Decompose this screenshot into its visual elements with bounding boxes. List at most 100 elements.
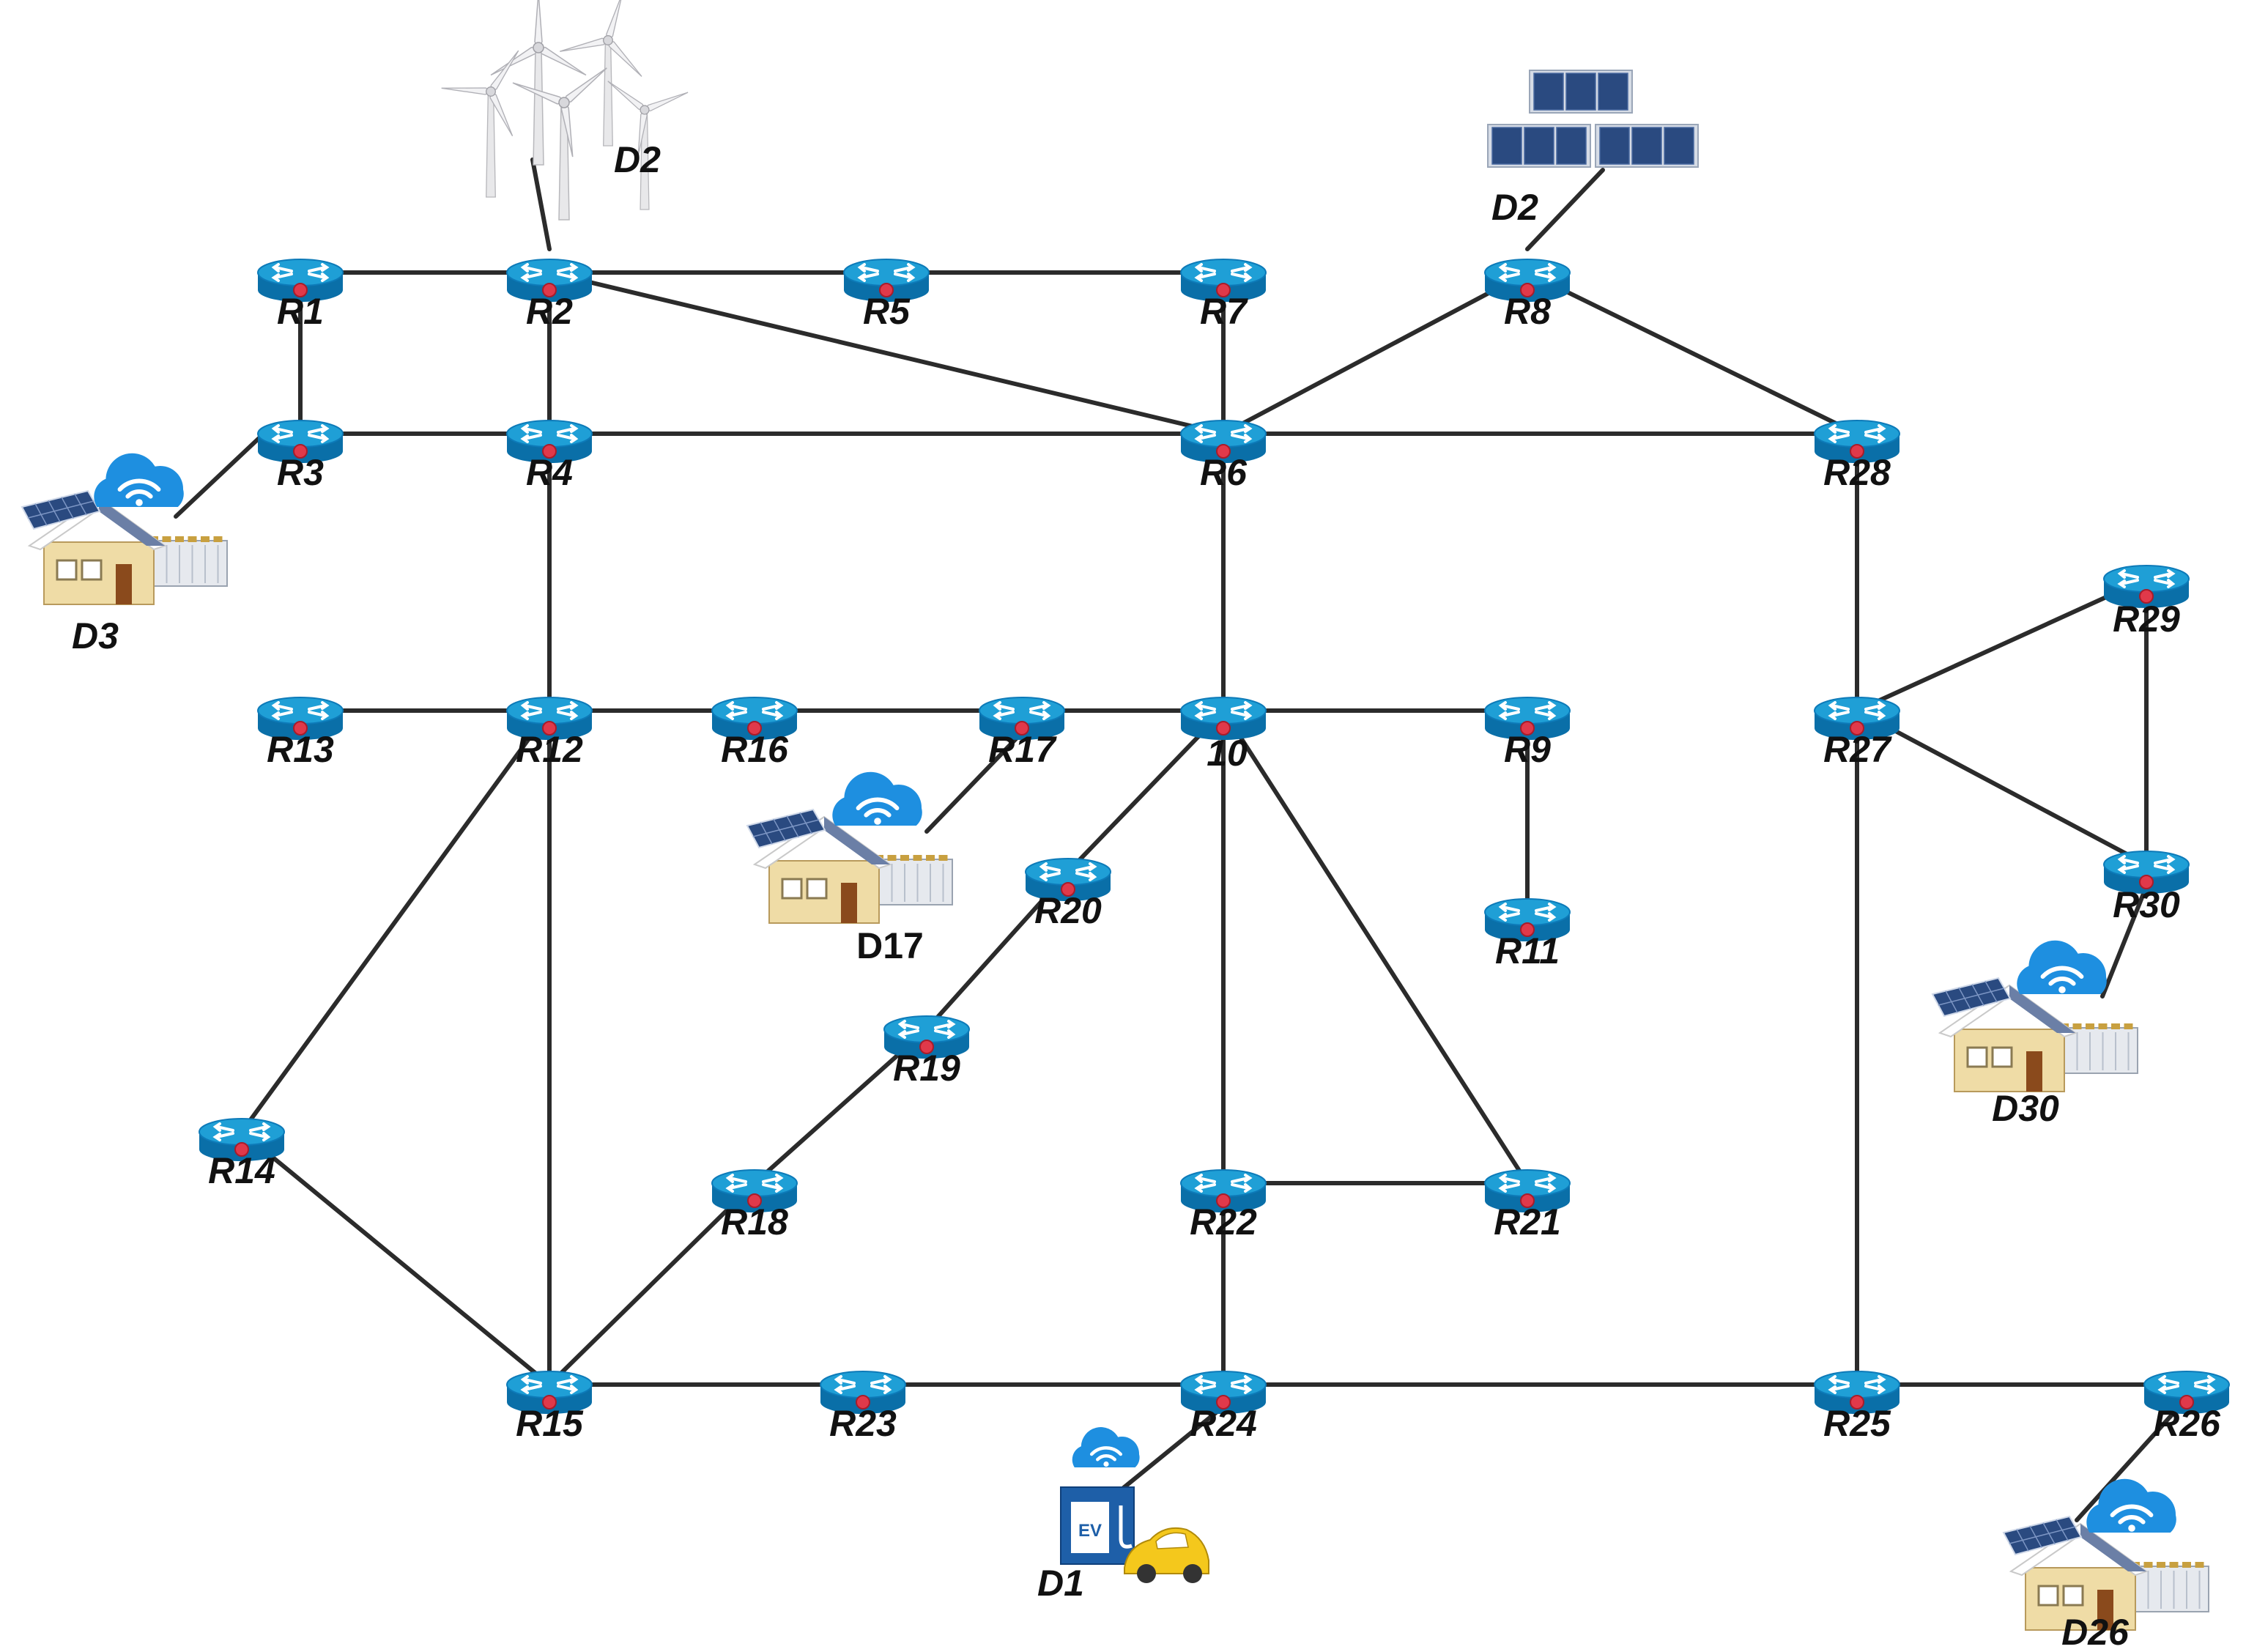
rooftop-solar-icon: [21, 489, 101, 530]
router-label: R27: [1823, 729, 1892, 770]
device-wind-farm[interactable]: D2: [441, 0, 689, 221]
router-r17[interactable]: R17: [979, 697, 1065, 770]
router-icon: [1484, 259, 1571, 302]
router-label: R2: [526, 291, 573, 332]
router-r14[interactable]: R14: [199, 1118, 285, 1191]
wind-turbine-icon: [441, 50, 519, 198]
house-icon: [1938, 984, 2078, 1092]
router-r29[interactable]: R29: [2103, 565, 2190, 640]
router-label: R29: [2113, 599, 2180, 640]
router-r5[interactable]: R5: [843, 259, 930, 332]
car-icon: [1124, 1527, 1209, 1583]
router-r23[interactable]: R23: [820, 1371, 906, 1444]
router-icon: [979, 697, 1065, 740]
router-label: R24: [1190, 1403, 1257, 1444]
router-r18[interactable]: R18: [711, 1169, 798, 1242]
router-r13[interactable]: R13: [257, 697, 344, 770]
link-r14-r15: [240, 1130, 552, 1387]
router-label: R18: [721, 1201, 788, 1242]
router-r2[interactable]: R2: [506, 259, 593, 332]
ev-charger-icon: EV: [1060, 1486, 1135, 1565]
router-label: R11: [1495, 930, 1560, 971]
router-icon: [711, 697, 798, 740]
link-r6-r8: [1221, 270, 1530, 436]
router-r28[interactable]: R28: [1814, 420, 1900, 493]
wind-turbine-icon: [512, 67, 607, 221]
router-label: R25: [1823, 1403, 1891, 1444]
router-icon: [1484, 898, 1571, 941]
router-label: R8: [1504, 291, 1551, 332]
router-r12[interactable]: R12: [506, 697, 593, 770]
router-icon: [2143, 1371, 2230, 1414]
router-icon: [257, 259, 344, 302]
router-icon: [1814, 420, 1900, 463]
router-r9[interactable]: R9: [1484, 697, 1571, 770]
router-r7[interactable]: R7: [1180, 259, 1267, 332]
link-r27-r29: [1855, 577, 2149, 713]
router-r20[interactable]: R20: [1025, 858, 1111, 931]
solar-panel-icon: [1487, 124, 1591, 168]
wind-turbine-icon: [607, 81, 689, 210]
link-solar-array-r8: [1525, 168, 1605, 251]
router-icon: [820, 1371, 906, 1414]
router-r1[interactable]: R1: [257, 259, 344, 332]
router-icon: [1180, 420, 1267, 463]
router-icon: [1180, 697, 1267, 740]
router-r11[interactable]: R11: [1484, 898, 1571, 971]
router-r21[interactable]: R21: [1484, 1169, 1571, 1242]
router-r19[interactable]: R19: [883, 1015, 970, 1089]
device-label: D3: [72, 615, 119, 656]
router-r27[interactable]: R27: [1814, 697, 1900, 770]
router-r30[interactable]: R30: [2103, 851, 2190, 925]
device-d3[interactable]: D3: [21, 453, 228, 656]
router-icon: [1814, 697, 1900, 740]
router-icon: [257, 697, 344, 740]
link-d30-router: [2100, 884, 2149, 999]
svg-text:EV: EV: [1078, 1521, 1102, 1541]
router-icon: [1180, 1169, 1267, 1212]
router-label: R13: [267, 729, 334, 770]
router-label: R17: [988, 729, 1057, 770]
router-icon: [1814, 1371, 1900, 1414]
router-r16[interactable]: R16: [711, 697, 798, 770]
router-icon: [711, 1169, 798, 1212]
device-links-layer: [174, 158, 2182, 1522]
router-icon: [506, 420, 593, 463]
router-r6[interactable]: R6: [1180, 420, 1267, 493]
router-label: R1: [277, 291, 324, 332]
router-r10[interactable]: 10: [1180, 697, 1267, 774]
router-r3[interactable]: R3: [257, 420, 344, 493]
battery-bank-icon: [871, 855, 953, 905]
router-label: 10: [1207, 733, 1248, 774]
link-d26-router: [2075, 1404, 2182, 1522]
device-solar-array[interactable]: D2: [1487, 70, 1699, 228]
router-icon: [843, 259, 930, 302]
solar-panel-icon: [1595, 124, 1699, 168]
router-r22[interactable]: R22: [1180, 1169, 1267, 1242]
router-label: R19: [893, 1048, 960, 1089]
router-icon: [1180, 259, 1267, 302]
device-label: D30: [1992, 1088, 2059, 1129]
device-d26[interactable]: D26: [2002, 1478, 2209, 1652]
link-r12-r14: [240, 708, 552, 1134]
wifi-cloud-icon: [2086, 1478, 2176, 1533]
router-icon: [506, 1371, 593, 1414]
router-label: R28: [1823, 452, 1891, 493]
link-r27-r30: [1855, 708, 2149, 867]
device-d17[interactable]: D17: [746, 771, 953, 966]
router-r24[interactable]: R24: [1180, 1371, 1267, 1444]
device-d30[interactable]: D30: [1931, 940, 2138, 1129]
router-r15[interactable]: R15: [506, 1371, 593, 1444]
router-icon: [2103, 565, 2190, 608]
router-r25[interactable]: R25: [1814, 1371, 1900, 1444]
router-label: R20: [1034, 890, 1102, 931]
router-r4[interactable]: R4: [506, 420, 593, 493]
router-label: R14: [208, 1150, 275, 1191]
router-label: R23: [829, 1403, 897, 1444]
router-r26[interactable]: R26: [2143, 1371, 2230, 1444]
router-r8[interactable]: R8: [1484, 259, 1571, 332]
